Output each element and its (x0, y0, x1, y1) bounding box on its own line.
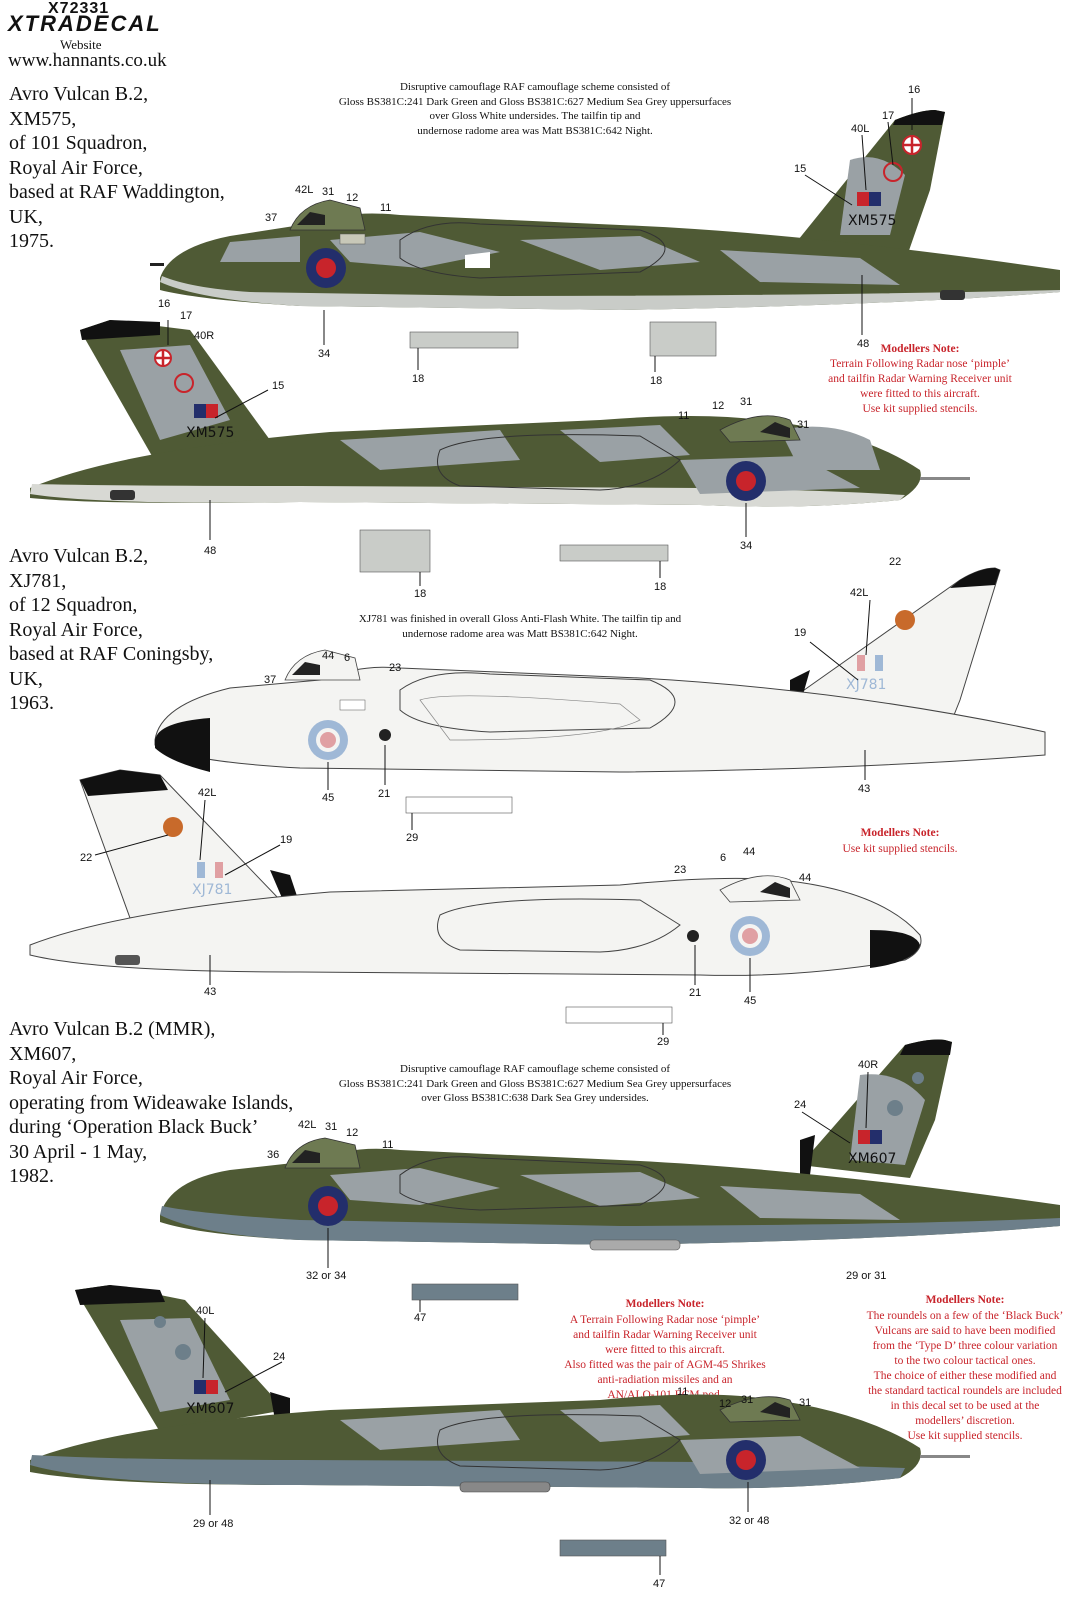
svg-text:XM575: XM575 (186, 425, 234, 441)
callout-b2-21: 21 (689, 987, 702, 999)
callout-b2-29: 29 (657, 1036, 670, 1048)
callout-c1-32-or-34: 32 or 34 (306, 1270, 347, 1282)
callout-c2-24: 24 (273, 1351, 286, 1363)
aircraft-xj781-right: XJ781 (29, 769, 922, 976)
callout-a1-16: 16 (908, 84, 921, 96)
callout-b2-45: 45 (744, 995, 757, 1007)
callout-a2-11: 11 (678, 410, 690, 422)
website-label: Website (60, 37, 102, 52)
callout-b1-42l: 42L (850, 587, 869, 599)
callout-b1-29: 29 (406, 832, 419, 844)
aircraft-xm575-right: XM575 (30, 320, 970, 507)
callout-b2-44b: 44 (799, 872, 812, 884)
section-3-title: Avro Vulcan B.2 (MMR), XM607, Royal Air … (9, 1018, 294, 1187)
callout-a1-42l: 42L (295, 184, 314, 196)
callout-a2-12: 12 (712, 400, 725, 412)
callout-a2-18b: 18 (654, 581, 667, 593)
callout-a2-31a: 31 (740, 396, 753, 408)
aircraft-xm607-right: XM607 (30, 1285, 970, 1493)
section-3-caption: Disruptive camouflage RAF camouflage sch… (338, 1063, 732, 1104)
callout-c1-42l: 42L (298, 1119, 317, 1131)
svg-text:XJ781: XJ781 (846, 677, 886, 693)
callout-b2-23: 23 (674, 864, 687, 876)
callout-a1-12: 12 (346, 192, 359, 204)
decal-panels (359, 321, 717, 1557)
callout-b1-21: 21 (378, 788, 391, 800)
callout-a2-34: 34 (740, 540, 753, 552)
callout-b2-6: 6 (720, 852, 727, 864)
section-2-caption: XJ781 was finished in overall Gloss Anti… (358, 613, 682, 640)
svg-text:XM607: XM607 (848, 1151, 896, 1167)
callout-b2-43: 43 (204, 986, 217, 998)
callout-b1-37: 37 (264, 674, 277, 686)
callout-c1-40r: 40R (858, 1059, 879, 1071)
callout-c1-12: 12 (346, 1127, 359, 1139)
callout-b1-19: 19 (794, 627, 807, 639)
callout-a1-31: 31 (322, 186, 335, 198)
note-2-title: Modellers Note: (860, 827, 940, 839)
callout-a1-11: 11 (380, 202, 392, 214)
callout-a1-18a: 18 (412, 373, 425, 385)
callout-a1-34: 34 (318, 348, 331, 360)
callout-a2-15: 15 (272, 380, 285, 392)
callout-c2-31a: 31 (741, 1394, 754, 1406)
callout-b2-44a: 44 (743, 846, 756, 858)
aircraft-xj781-left: XJ781 (154, 567, 1046, 773)
product-code: X72331 (48, 0, 110, 17)
callout-c2-40l: 40L (196, 1305, 215, 1317)
note-4-body: The roundels on a few of the ‘Black Buck… (866, 1310, 1064, 1442)
note-4-title: Modellers Note: (925, 1294, 1005, 1306)
callout-c2-47: 47 (653, 1578, 666, 1590)
svg-text:XM607: XM607 (186, 1401, 234, 1417)
callout-a2-40r: 40R (194, 330, 215, 342)
callout-c1-24: 24 (794, 1099, 807, 1111)
website-url[interactable]: www.hannants.co.uk (8, 50, 167, 71)
callout-c1-47: 47 (414, 1312, 427, 1324)
callout-c2-32-or-48: 32 or 48 (729, 1515, 770, 1527)
callout-c2-29-or-48: 29 or 48 (193, 1518, 234, 1530)
note-3-title: Modellers Note: (625, 1298, 705, 1310)
callout-c1-29-or-31: 29 or 31 (846, 1270, 887, 1282)
callout-b2-19: 19 (280, 834, 293, 846)
callout-a1-37: 37 (265, 212, 278, 224)
callout-a2-17: 17 (180, 310, 193, 322)
callout-c1-36: 36 (267, 1149, 280, 1161)
callout-b2-42l: 42L (198, 787, 217, 799)
callout-lines (94, 98, 913, 1575)
callout-b1-44: 44 (322, 650, 335, 662)
callout-b1-22: 22 (889, 556, 902, 568)
callout-a2-16: 16 (158, 298, 171, 310)
callout-a1-15: 15 (794, 163, 807, 175)
callout-b1-23: 23 (389, 662, 402, 674)
note-1-title: Modellers Note: (880, 343, 960, 355)
callout-c1-31: 31 (325, 1121, 338, 1133)
callout-b1-6: 6 (344, 652, 351, 664)
callout-a1-18b: 18 (650, 375, 663, 387)
callout-a2-48: 48 (204, 545, 217, 557)
section-2-title: Avro Vulcan B.2, XJ781, of 12 Squadron, … (9, 545, 214, 714)
callout-b1-45: 45 (322, 792, 335, 804)
callout-a1-17: 17 (882, 110, 895, 122)
callout-b2-22: 22 (80, 852, 93, 864)
callout-a2-18a: 18 (414, 588, 427, 600)
note-1-body: Terrain Following Radar nose ‘pimple’ an… (828, 358, 1012, 415)
callout-a1-40l: 40L (851, 123, 870, 135)
callout-a2-31b: 31 (797, 419, 810, 431)
callout-c2-12: 12 (719, 1398, 732, 1410)
callout-c2-31b: 31 (799, 1397, 812, 1409)
note-2-body: Use kit supplied stencils. (842, 843, 958, 855)
callout-b1-43: 43 (858, 783, 871, 795)
section-1-caption: Disruptive camouflage RAF camouflage sch… (338, 81, 732, 137)
aircraft-xm575-left: XM575 (150, 110, 1060, 310)
brand-logo: XTRADECAL (8, 11, 162, 36)
aircraft-xm607-left: XM607 (160, 1039, 1060, 1251)
svg-text:XM575: XM575 (848, 213, 896, 229)
section-1-title: Avro Vulcan B.2, XM575, of 101 Squadron,… (9, 83, 225, 252)
callout-c1-11: 11 (382, 1139, 394, 1151)
callout-c2-11: 11 (677, 1386, 689, 1398)
callout-a1-48: 48 (857, 338, 870, 350)
svg-text:XJ781: XJ781 (192, 882, 232, 898)
